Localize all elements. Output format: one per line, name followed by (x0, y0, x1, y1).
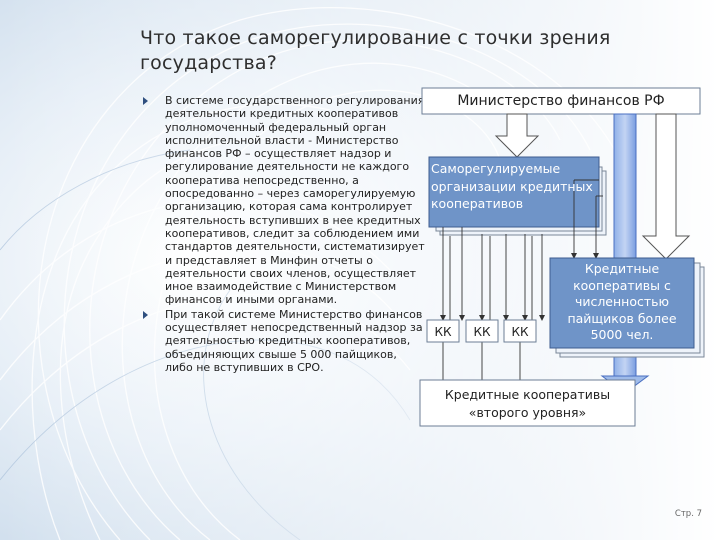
arrow-ministry-to-sro (496, 114, 538, 157)
kk-label-1: КК (427, 323, 459, 341)
second-level-coops-label: Кредитные кооперативы «второго уровня» (420, 386, 635, 422)
page-number: Стр. 7 (652, 509, 702, 519)
kk-label-3: КК (504, 323, 536, 341)
ministry-of-finance-label: Министерство финансов РФ (422, 88, 700, 114)
credit-coops-label: Кредитные кооперативы с численностью пай… (552, 261, 692, 344)
arrow-ministry-to-credit-coops (643, 114, 689, 259)
kk-label-2: КК (466, 323, 498, 341)
sro-label: Саморегулируемые организации кредитных к… (431, 160, 599, 213)
